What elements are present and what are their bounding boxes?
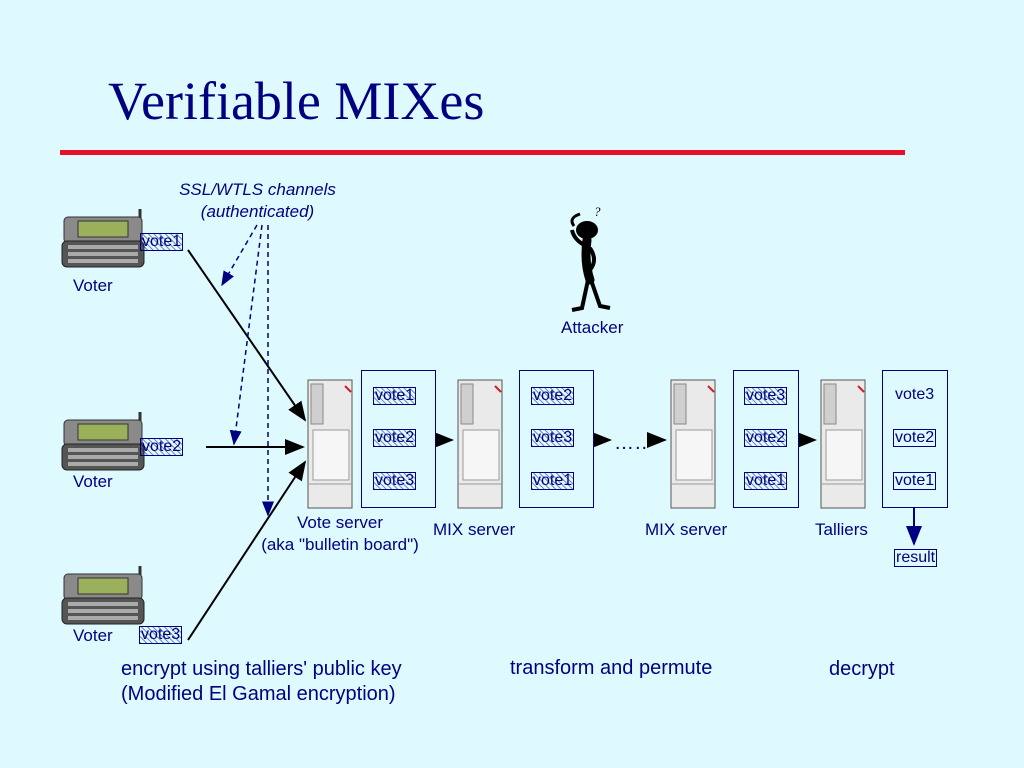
mix1-server-icon: [457, 379, 503, 509]
mix1-entry-2: vote3: [531, 429, 575, 447]
encrypt-caption: encrypt using talliers' public key (Modi…: [121, 657, 402, 707]
attacker-label: Attacker: [561, 318, 624, 337]
title-underline: [60, 150, 905, 155]
mix2-entry-1: vote3: [744, 387, 788, 405]
channel-arrow-2: [229, 224, 263, 446]
talliers-label: Talliers: [815, 520, 868, 539]
mix1-entry-3: vote1: [531, 472, 575, 490]
encrypt-caption-line2: (Modified El Gamal encryption): [121, 683, 396, 705]
vote-server-entry-2: vote2: [373, 429, 417, 447]
talliers-entry-1: vote3: [895, 386, 935, 403]
vote-server-label: Vote server (aka "bulletin board"): [240, 512, 440, 556]
attacker-figure-icon: ?: [570, 204, 611, 312]
mix1-entry-1: vote2: [531, 387, 575, 405]
talliers-entry-2: vote2: [893, 429, 937, 447]
channel-label-line1: SSL/WTLS channels: [179, 180, 336, 199]
channel-label-line2: (authenticated): [200, 202, 315, 221]
mix2-label: MIX server: [645, 520, 728, 539]
voter3-label: Voter: [73, 626, 113, 645]
voter2-label: Voter: [73, 472, 113, 491]
voter1-vote-tag: vote1: [140, 233, 184, 251]
mix2-entry-3: vote1: [744, 472, 788, 490]
mix2-server-icon: [670, 379, 716, 509]
channel-arrow-1: [221, 224, 258, 287]
voter3-phone-icon: [61, 566, 145, 625]
svg-text:?: ?: [594, 204, 601, 219]
vote-server-label-line2: (aka "bulletin board"): [261, 535, 419, 554]
voter1-arrow: [187, 249, 307, 422]
vote-server-entry-1: vote1: [373, 387, 417, 405]
encrypt-caption-line1: encrypt using talliers' public key: [121, 658, 402, 680]
voter2-vote-tag: vote2: [140, 438, 184, 456]
talliers-entry-3: vote1: [893, 472, 937, 490]
channel-label: SSL/WTLS channels (authenticated): [160, 179, 355, 223]
voter3-arrow: [187, 460, 307, 641]
talliers-server-icon: [820, 379, 866, 509]
voter3-vote-tag: vote3: [139, 626, 183, 644]
slide-title: Verifiable MIXes: [108, 71, 485, 131]
voter1-label: Voter: [73, 276, 113, 295]
voter1-phone-icon: [61, 209, 145, 268]
vote-server-entry-3: vote3: [373, 472, 417, 490]
result-box: result: [894, 549, 938, 567]
vote-server-label-line1: Vote server: [297, 513, 383, 532]
voter2-phone-icon: [61, 412, 145, 471]
chain-ellipsis: …..: [614, 432, 649, 454]
vote-server-icon: [307, 379, 353, 509]
mix1-label: MIX server: [433, 520, 516, 539]
transform-caption: transform and permute: [510, 657, 713, 679]
decrypt-caption: decrypt: [829, 658, 895, 680]
mix2-entry-2: vote2: [744, 429, 788, 447]
